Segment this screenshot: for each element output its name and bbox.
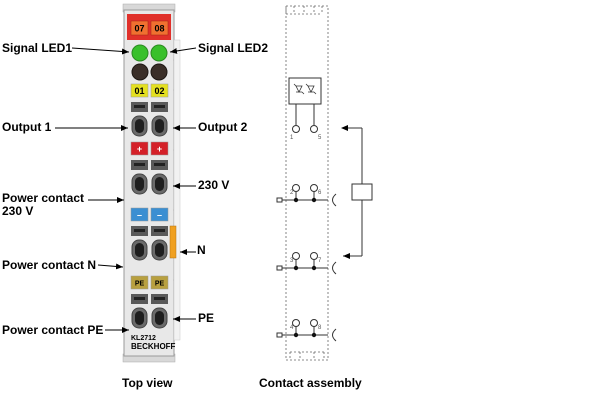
signal-led1-icon [131,44,149,62]
terminal-label-plus: + [137,144,142,154]
label-signal-led1: Signal LED1 [2,41,73,55]
terminal-label-01: 01 [134,86,144,96]
triac-output-box [288,77,322,105]
label-output2: Output 2 [198,120,248,134]
label-pe: PE [198,311,215,325]
svg-text:3: 3 [290,258,294,264]
terminal-label-pe: PE [135,281,145,288]
terminal-label-minus: – [137,210,142,220]
caption-top-view: Top view [122,376,173,390]
model-number: KL2712 [131,335,156,342]
terminal-label-pe: PE [155,281,165,288]
label-230v: 230 V [198,178,230,192]
svg-text:7: 7 [318,258,322,264]
signal-led2-icon [150,44,168,62]
contact-assembly: 1 5 2 6 3 7 4 8 [276,5,373,361]
svg-text:5: 5 [318,135,322,141]
led-label-07: 07 [134,24,144,34]
svg-text:1: 1 [290,135,294,141]
led-label-08: 08 [154,24,164,34]
label-output1: Output 1 [2,120,52,134]
callout-arrows [55,47,197,333]
terminal-clamps [131,102,168,329]
caption-contact-assembly: Contact assembly [259,376,362,390]
svg-text:8: 8 [318,325,322,331]
svg-text:2: 2 [290,190,294,196]
terminal-label-plus: + [157,144,162,154]
terminal-label-02: 02 [154,86,164,96]
svg-text:4: 4 [290,325,294,331]
svg-text:6: 6 [318,190,322,196]
brand-logo: BECKHOFF [131,342,176,351]
led-off-icon [131,63,149,81]
terminal-label-minus: – [157,210,162,220]
label-power-contact-230v: Power contact 230 V [2,191,85,218]
terminal-module: 07 08 01 02 + + – – PE PE [122,3,181,363]
label-signal-led2: Signal LED2 [198,41,269,55]
label-power-contact-n: Power contact N [2,258,97,272]
label-n: N [197,243,206,257]
label-power-contact-pe: Power contact PE [2,323,104,337]
led-off-icon [150,63,168,81]
load-box [351,183,373,201]
n-bar [169,225,177,259]
